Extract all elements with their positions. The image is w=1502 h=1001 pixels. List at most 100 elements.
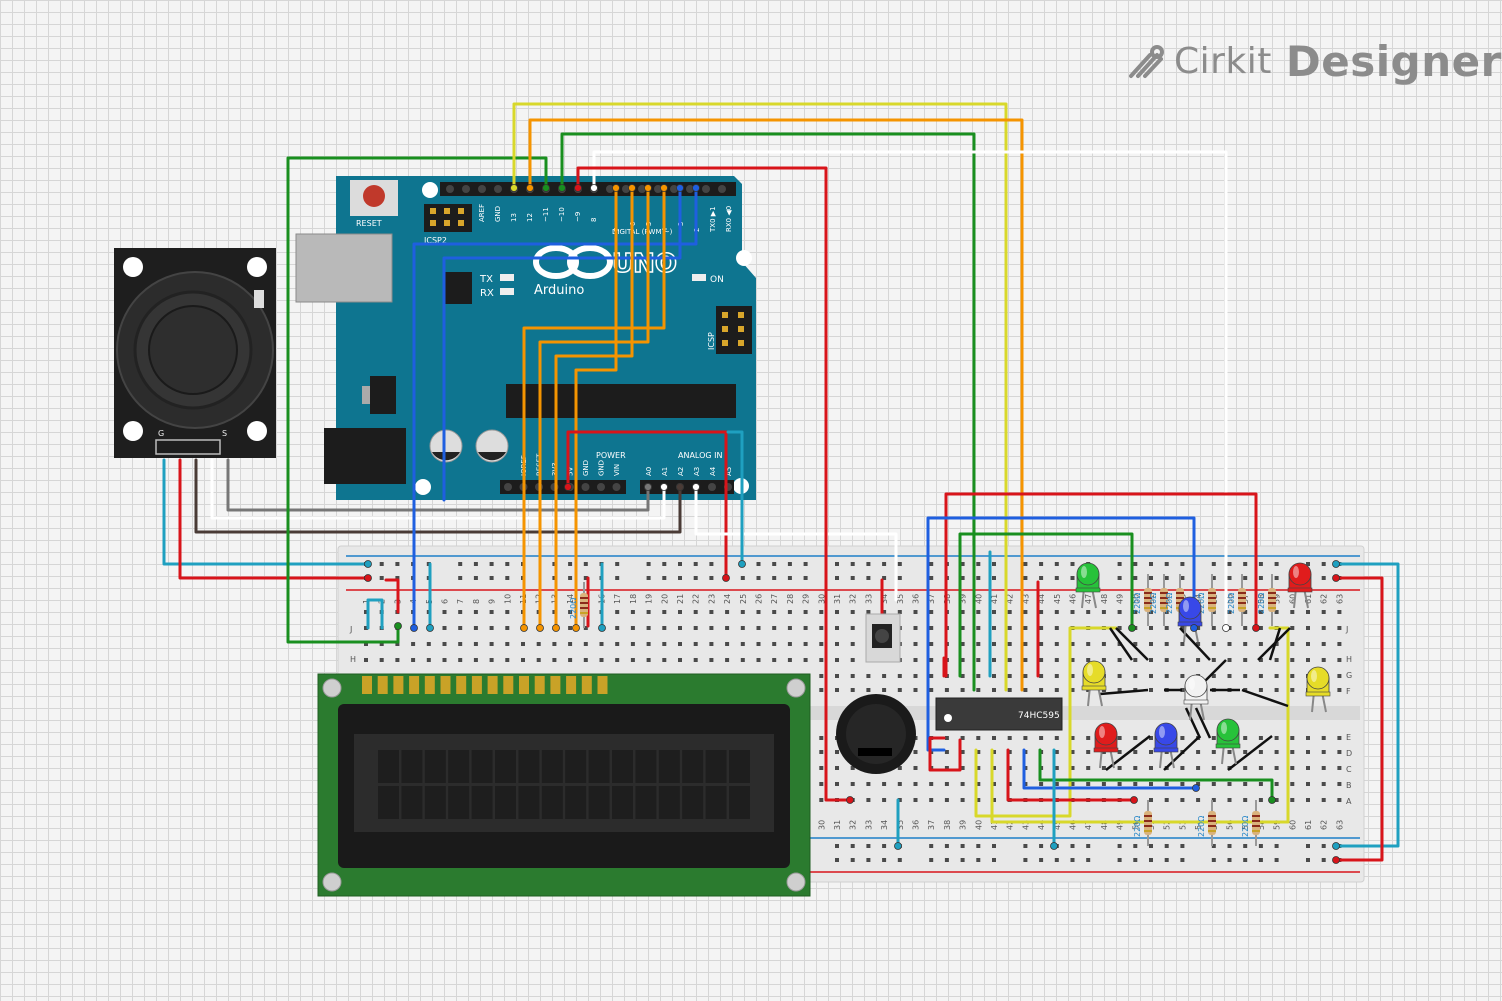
breadboard-hole [646,610,651,614]
column-number: 32 [849,594,858,604]
row-letter-h: H [350,655,356,664]
resistor-band [580,597,588,599]
breadboard-hole [992,798,996,802]
breadboard-hole [819,642,824,646]
breadboard-hole [1180,736,1185,740]
lcd-char-cell [635,786,657,819]
breadboard-hole [1306,782,1310,786]
breadboard-hole [1086,736,1091,740]
breadboard-hole [1117,626,1122,630]
lcd-pin [393,676,404,694]
column-number: 38 [943,820,952,830]
rail-hole [866,844,871,848]
breadboard-hole [897,798,902,802]
rail-hole [1274,858,1279,862]
breadboard-hole [1149,782,1153,786]
breadboard-hole [364,642,368,646]
wire-end-pin [572,624,580,632]
column-number: 57 [1241,820,1250,830]
breadboard-hole [976,798,981,802]
wire-end-pin [536,624,544,632]
rail-hole [1227,576,1232,580]
breadboard-hole [1290,750,1295,754]
top-pin-label: ~11 [542,207,550,222]
joystick-pin-label-s: S [222,429,227,438]
column-number: 25 [739,594,748,604]
digital-pin [478,185,486,193]
breadboard-hole [960,736,965,740]
rail-hole [1211,858,1216,862]
lcd-pin [550,676,561,694]
analog-pin-label: A1 [661,467,669,476]
wire-end-pin [426,624,434,632]
breadboard-hole [1243,610,1248,614]
rail-hole [992,858,996,862]
breadboard-hole [929,688,934,692]
breadboard-hole [1133,610,1138,614]
breadboard-hole [850,658,855,662]
wire-red-q3 [1006,748,1136,802]
row-letter-c-right: C [1346,765,1352,774]
wire-end-pin [1050,842,1058,850]
rail-hole [1258,562,1263,566]
breadboard-hole [1258,674,1263,678]
column-number: 50 [1131,820,1140,830]
rail-hole [1054,576,1059,580]
column-number: 32 [849,820,858,830]
reset-button[interactable] [363,185,385,207]
breadboard-hole [411,642,416,646]
breadboard-hole [819,688,824,692]
breadboard-hole [866,610,871,614]
breadboard-hole [1211,626,1216,630]
lcd-pin [377,676,388,694]
column-number: 23 [707,594,716,604]
breadboard-hole [976,674,981,678]
rail-hole [1306,858,1310,862]
rail-hole [929,562,934,566]
resistor-band [1252,820,1260,822]
wire-end-pin [364,574,372,582]
breadboard-hole [819,658,824,662]
rail-hole [1133,858,1138,862]
wire-endpoint-markers [364,184,1340,864]
breadboard-hole [568,658,573,662]
column-number: 45 [1053,594,1062,604]
wire-green-sr [958,532,1134,678]
wire-orange-pin12 [528,118,1024,692]
breadboard-hole [599,642,604,646]
breadboard-hole [505,610,510,614]
rail-hole [1117,844,1122,848]
digital-pin [462,185,470,193]
column-number: 37 [927,820,936,830]
wire-joystick-gnd [162,458,370,566]
breadboard-hole [1133,642,1138,646]
breadboard-hole [866,688,871,692]
breadboard-hole [473,610,478,614]
breadboard-hole [976,750,981,754]
breadboard-hole [772,626,777,630]
rail-hole [662,576,667,580]
breadboard-hole [1274,642,1279,646]
lcd-pin [362,676,372,694]
lcd-pin [456,676,467,694]
wire-end-pin [1332,856,1340,864]
rail-hole [803,562,808,566]
breadboard-hole [787,626,792,630]
breadboard-hole [992,688,996,692]
breadboard-hole [1337,658,1342,662]
breadboard-hole [740,642,745,646]
column-number: 63 [1335,820,1344,830]
column-number: 17 [613,594,622,604]
breadboard-hole [442,626,447,630]
breadboard-hole [1227,782,1232,786]
rail-hole [897,858,902,862]
resistor-220-ohm: 220Ω [569,582,588,628]
row-letter-j: J [349,625,352,634]
column-number: 9 [488,599,497,604]
rail-hole [1133,562,1138,566]
breadboard-hole [1258,688,1263,692]
breadboard-hole [1274,750,1279,754]
breadboard-hole [819,750,824,754]
rail-hole [960,858,965,862]
breadboard-hole [693,642,698,646]
